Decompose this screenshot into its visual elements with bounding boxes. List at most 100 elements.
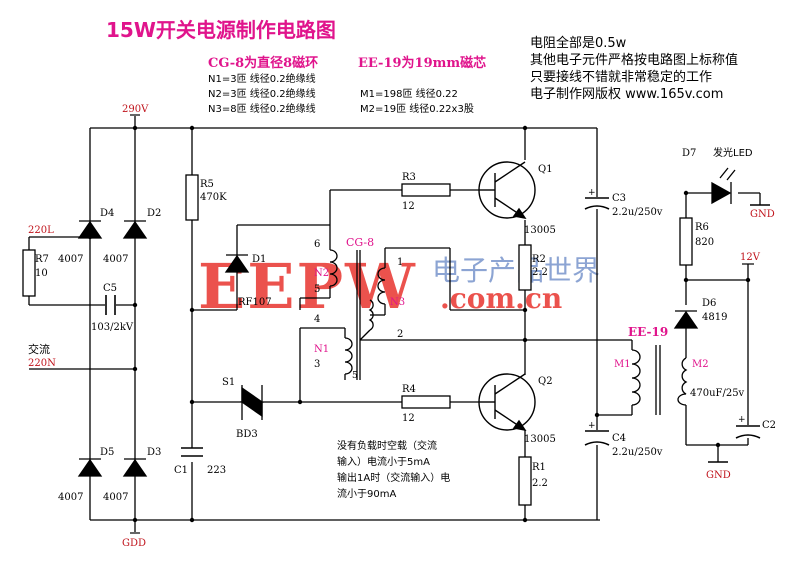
c3-plus: + bbox=[588, 188, 596, 198]
capacitor-c1 bbox=[181, 447, 203, 457]
capacitor-c5 bbox=[105, 295, 116, 315]
c5-value: 103/2kV bbox=[91, 322, 134, 333]
d4-value: 4007 bbox=[58, 254, 83, 265]
ac-input-value: 220N bbox=[28, 358, 56, 369]
c3-value: 2.2u/250v bbox=[612, 207, 663, 218]
r4-value: 12 bbox=[402, 413, 415, 424]
c1-value: 223 bbox=[207, 465, 226, 476]
c2-value: 470uF/25v bbox=[690, 388, 745, 399]
r6-label: R6 bbox=[695, 222, 709, 233]
cg8-heading: CG-8为直径8磁环 bbox=[208, 55, 318, 71]
d5-value: 4007 bbox=[58, 492, 83, 503]
d2-label: D2 bbox=[147, 208, 161, 219]
diode-d3 bbox=[122, 458, 148, 477]
wires bbox=[28, 116, 761, 532]
pin-6: 6 bbox=[314, 239, 320, 250]
r5-resistor bbox=[185, 174, 199, 221]
watermark-logo: EEPW bbox=[198, 250, 417, 323]
pin-5b: 5 bbox=[352, 371, 358, 381]
ee19-line-1: M1=198匝 线径0.22 bbox=[360, 87, 458, 100]
bd3-label: BD3 bbox=[236, 429, 258, 440]
q2-value: 13005 bbox=[524, 434, 556, 445]
cg8-label: CG-8 bbox=[346, 236, 374, 249]
note-bottom-4: 流小于90mA bbox=[337, 487, 396, 500]
d6-label: D6 bbox=[702, 298, 716, 309]
d3-label: D3 bbox=[147, 447, 161, 458]
r5-value: 470K bbox=[200, 192, 227, 203]
r7-resistor bbox=[22, 249, 36, 297]
watermark-cn: 电子产品世界 bbox=[432, 254, 600, 287]
q1-label: Q1 bbox=[538, 164, 553, 175]
c3-label: C3 bbox=[612, 193, 626, 204]
m2-label: M2 bbox=[692, 359, 709, 370]
gnd-bottom-label: GND bbox=[706, 470, 731, 481]
capacitor-c3 bbox=[584, 197, 610, 210]
diode-d1 bbox=[224, 254, 250, 273]
n1-label: N1 bbox=[314, 344, 329, 355]
junction-dots bbox=[87, 125, 751, 523]
note-top-3: 只要接线不错就非常稳定的工作 bbox=[530, 69, 712, 85]
q1-value: 13005 bbox=[524, 225, 556, 236]
r7-label: R7 bbox=[35, 254, 49, 265]
r3-resistor bbox=[401, 183, 451, 197]
n2-label: N2 bbox=[314, 268, 329, 279]
d2-value: 4007 bbox=[103, 254, 128, 265]
note-top-4: 电子制作网版权 www.165v.com bbox=[530, 86, 723, 102]
capacitor-c4 bbox=[584, 430, 610, 446]
diode-d6 bbox=[673, 310, 699, 329]
cg8-line-3: N3=8匝 线径0.2绝缘线 bbox=[208, 102, 316, 115]
r2-resistor bbox=[518, 244, 532, 291]
r7-value: 10 bbox=[35, 268, 48, 279]
notes-top: 电阻全部是0.5w 其他电子元件严格按电路图上标称值 只要接线不错就非常稳定的工… bbox=[530, 35, 738, 102]
pin-4: 4 bbox=[314, 314, 320, 325]
pin-3: 3 bbox=[314, 359, 320, 370]
notes-bottom: 没有负载时空载（交流 输入）电流小于5mA 输出1A时（交流输入）电 流小于90… bbox=[337, 439, 450, 500]
pin-5: 5 bbox=[314, 284, 320, 295]
r3-value: 12 bbox=[402, 201, 415, 212]
note-top-2: 其他电子元件严格按电路图上标称值 bbox=[530, 52, 738, 68]
ee19-label: EE-19 bbox=[628, 325, 668, 339]
transistor-q1 bbox=[478, 161, 536, 219]
capacitor-c2 bbox=[735, 425, 761, 439]
ee19-line-2: M2=19匝 线径0.22x3股 bbox=[360, 102, 474, 115]
c5-label: C5 bbox=[103, 283, 117, 294]
ee19-transformer bbox=[631, 345, 688, 415]
s1-label: S1 bbox=[222, 377, 235, 388]
rail-290v: 290V bbox=[122, 104, 149, 115]
transistor-q2 bbox=[478, 373, 536, 431]
r1-label: R1 bbox=[532, 462, 546, 473]
c2-label: C2 bbox=[762, 420, 776, 431]
c4-value: 2.2u/250v bbox=[612, 447, 663, 458]
r6-value: 820 bbox=[695, 237, 714, 248]
d5-label: D5 bbox=[100, 447, 114, 458]
pin-1: 1 bbox=[397, 257, 403, 268]
c4-label: C4 bbox=[612, 433, 626, 444]
c1-label: C1 bbox=[174, 465, 188, 476]
r6-resistor bbox=[679, 217, 693, 266]
ee19-heading: EE-19为19mm磁芯 bbox=[358, 55, 486, 71]
r2-value: 2.2 bbox=[532, 267, 548, 278]
r5-label: R5 bbox=[200, 179, 214, 190]
rail-gdd: GDD bbox=[122, 538, 146, 549]
note-bottom-1: 没有负载时空载（交流 bbox=[337, 439, 437, 452]
r1-resistor bbox=[518, 456, 532, 506]
note-bottom-2: 输入）电流小于5mA bbox=[337, 455, 430, 468]
led-d7 bbox=[711, 167, 736, 205]
d6-value: 4819 bbox=[702, 312, 727, 323]
r4-resistor bbox=[401, 395, 451, 409]
d7-label: D7 bbox=[682, 148, 696, 159]
d4-label: D4 bbox=[100, 208, 114, 219]
d3-value: 4007 bbox=[103, 492, 128, 503]
cg8-transformer bbox=[299, 249, 386, 380]
diode-d4 bbox=[77, 220, 103, 239]
note-top-1: 电阻全部是0.5w bbox=[530, 35, 627, 51]
r1-value: 2.2 bbox=[532, 478, 548, 489]
cg8-line-2: N2=3匝 线径0.2绝缘线 bbox=[208, 87, 316, 100]
c2-plus: + bbox=[738, 415, 746, 425]
cg8-line-1: N1=3匝 线径0.2绝缘线 bbox=[208, 72, 316, 85]
note-bottom-3: 输出1A时（交流输入）电 bbox=[337, 471, 450, 484]
v12-label: 12V bbox=[740, 252, 761, 263]
ac-input-label: 交流 bbox=[28, 342, 50, 356]
d1-value: RF107 bbox=[238, 297, 272, 308]
